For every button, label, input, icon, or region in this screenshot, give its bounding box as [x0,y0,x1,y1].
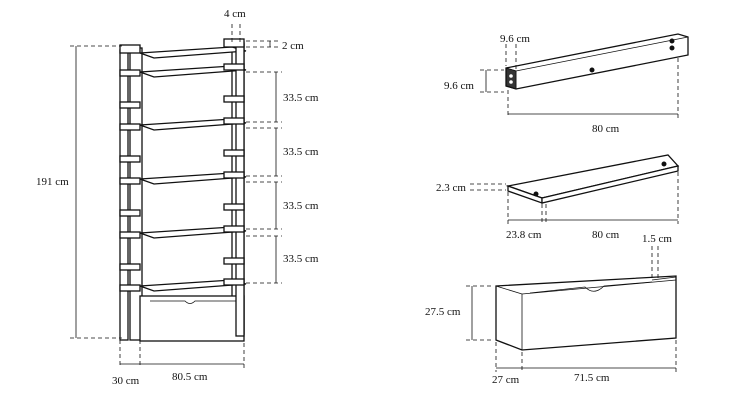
shelf-spacing-4-label: 33.5 cm [283,253,319,265]
bookcase-depth-label: 30 cm [112,375,140,387]
rail-hole-right-top [669,38,675,44]
rail-hole-middle [589,67,595,73]
shelf-depth-label: 23.8 cm [506,229,542,241]
bookcase-height-label: 191 cm [36,176,69,188]
shelf-spacing-3-label: 33.5 cm [283,200,319,212]
shelf-spacing-2-label: 33.5 cm [283,146,319,158]
right-front-post [235,43,245,337]
rail-hole-left-top [509,74,513,78]
drawer-drawing [495,275,677,351]
left-post-cap [119,44,141,54]
rail-hole-left-bottom [509,80,513,84]
right-ladder-rungs [223,63,245,286]
bookcase-dimensions: 191 cm 4 cm 2 cm 33.5 cm 33.5 cm 33.5 cm… [36,8,319,387]
shelf-length-label: 80 cm [592,229,620,241]
drawer-width-label: 71.5 cm [574,372,610,384]
shelf-spacing-1-label: 33.5 cm [283,92,319,104]
rail-height-label: 9.6 cm [444,80,474,92]
shelf-side-edge [541,165,679,204]
shelf-5 [139,279,247,292]
right-post-cap [223,38,245,48]
drawer-thickness-label: 1.5 cm [642,233,672,245]
drawer-height-label: 27.5 cm [425,306,461,318]
rail-hole-right-bottom [669,45,675,51]
rail-end-plate [505,67,517,90]
left-ladder-rungs [119,69,141,292]
post-width-label: 4 cm [224,8,246,20]
rail-drawing [505,33,689,90]
shelf-dimensions: 2.3 cm 23.8 cm 80 cm [436,172,679,241]
shelf-hole-right [661,161,667,167]
drawer-handle-cutout [529,281,653,294]
drawer-depth-label: 27 cm [492,374,520,386]
left-front-post [119,49,129,341]
shelf-4 [139,226,247,239]
shelf-hole-left [533,191,539,197]
drawer-dimensions: 1.5 cm 27.5 cm 27 cm 71.5 cm [425,233,677,386]
shelf-1 [139,65,247,78]
rail-length-label: 80 cm [592,123,620,135]
rail-dimensions: 9.6 cm 9.6 cm 80 cm [444,33,679,135]
rail-width-label: 9.6 cm [500,33,530,45]
bookcase-width-label: 80.5 cm [172,371,208,383]
top-offset-label: 2 cm [282,40,304,52]
drawer-body [495,275,677,351]
bookcase-drawer [139,295,245,342]
shelf-thickness-label: 2.3 cm [436,182,466,194]
bookcase-drawing [119,38,247,342]
bookcase-drawer-handle [150,300,236,304]
top-rail [139,46,247,59]
shelf-2 [139,118,247,131]
shelf-3 [139,172,247,185]
shelf-drawing [505,154,680,204]
